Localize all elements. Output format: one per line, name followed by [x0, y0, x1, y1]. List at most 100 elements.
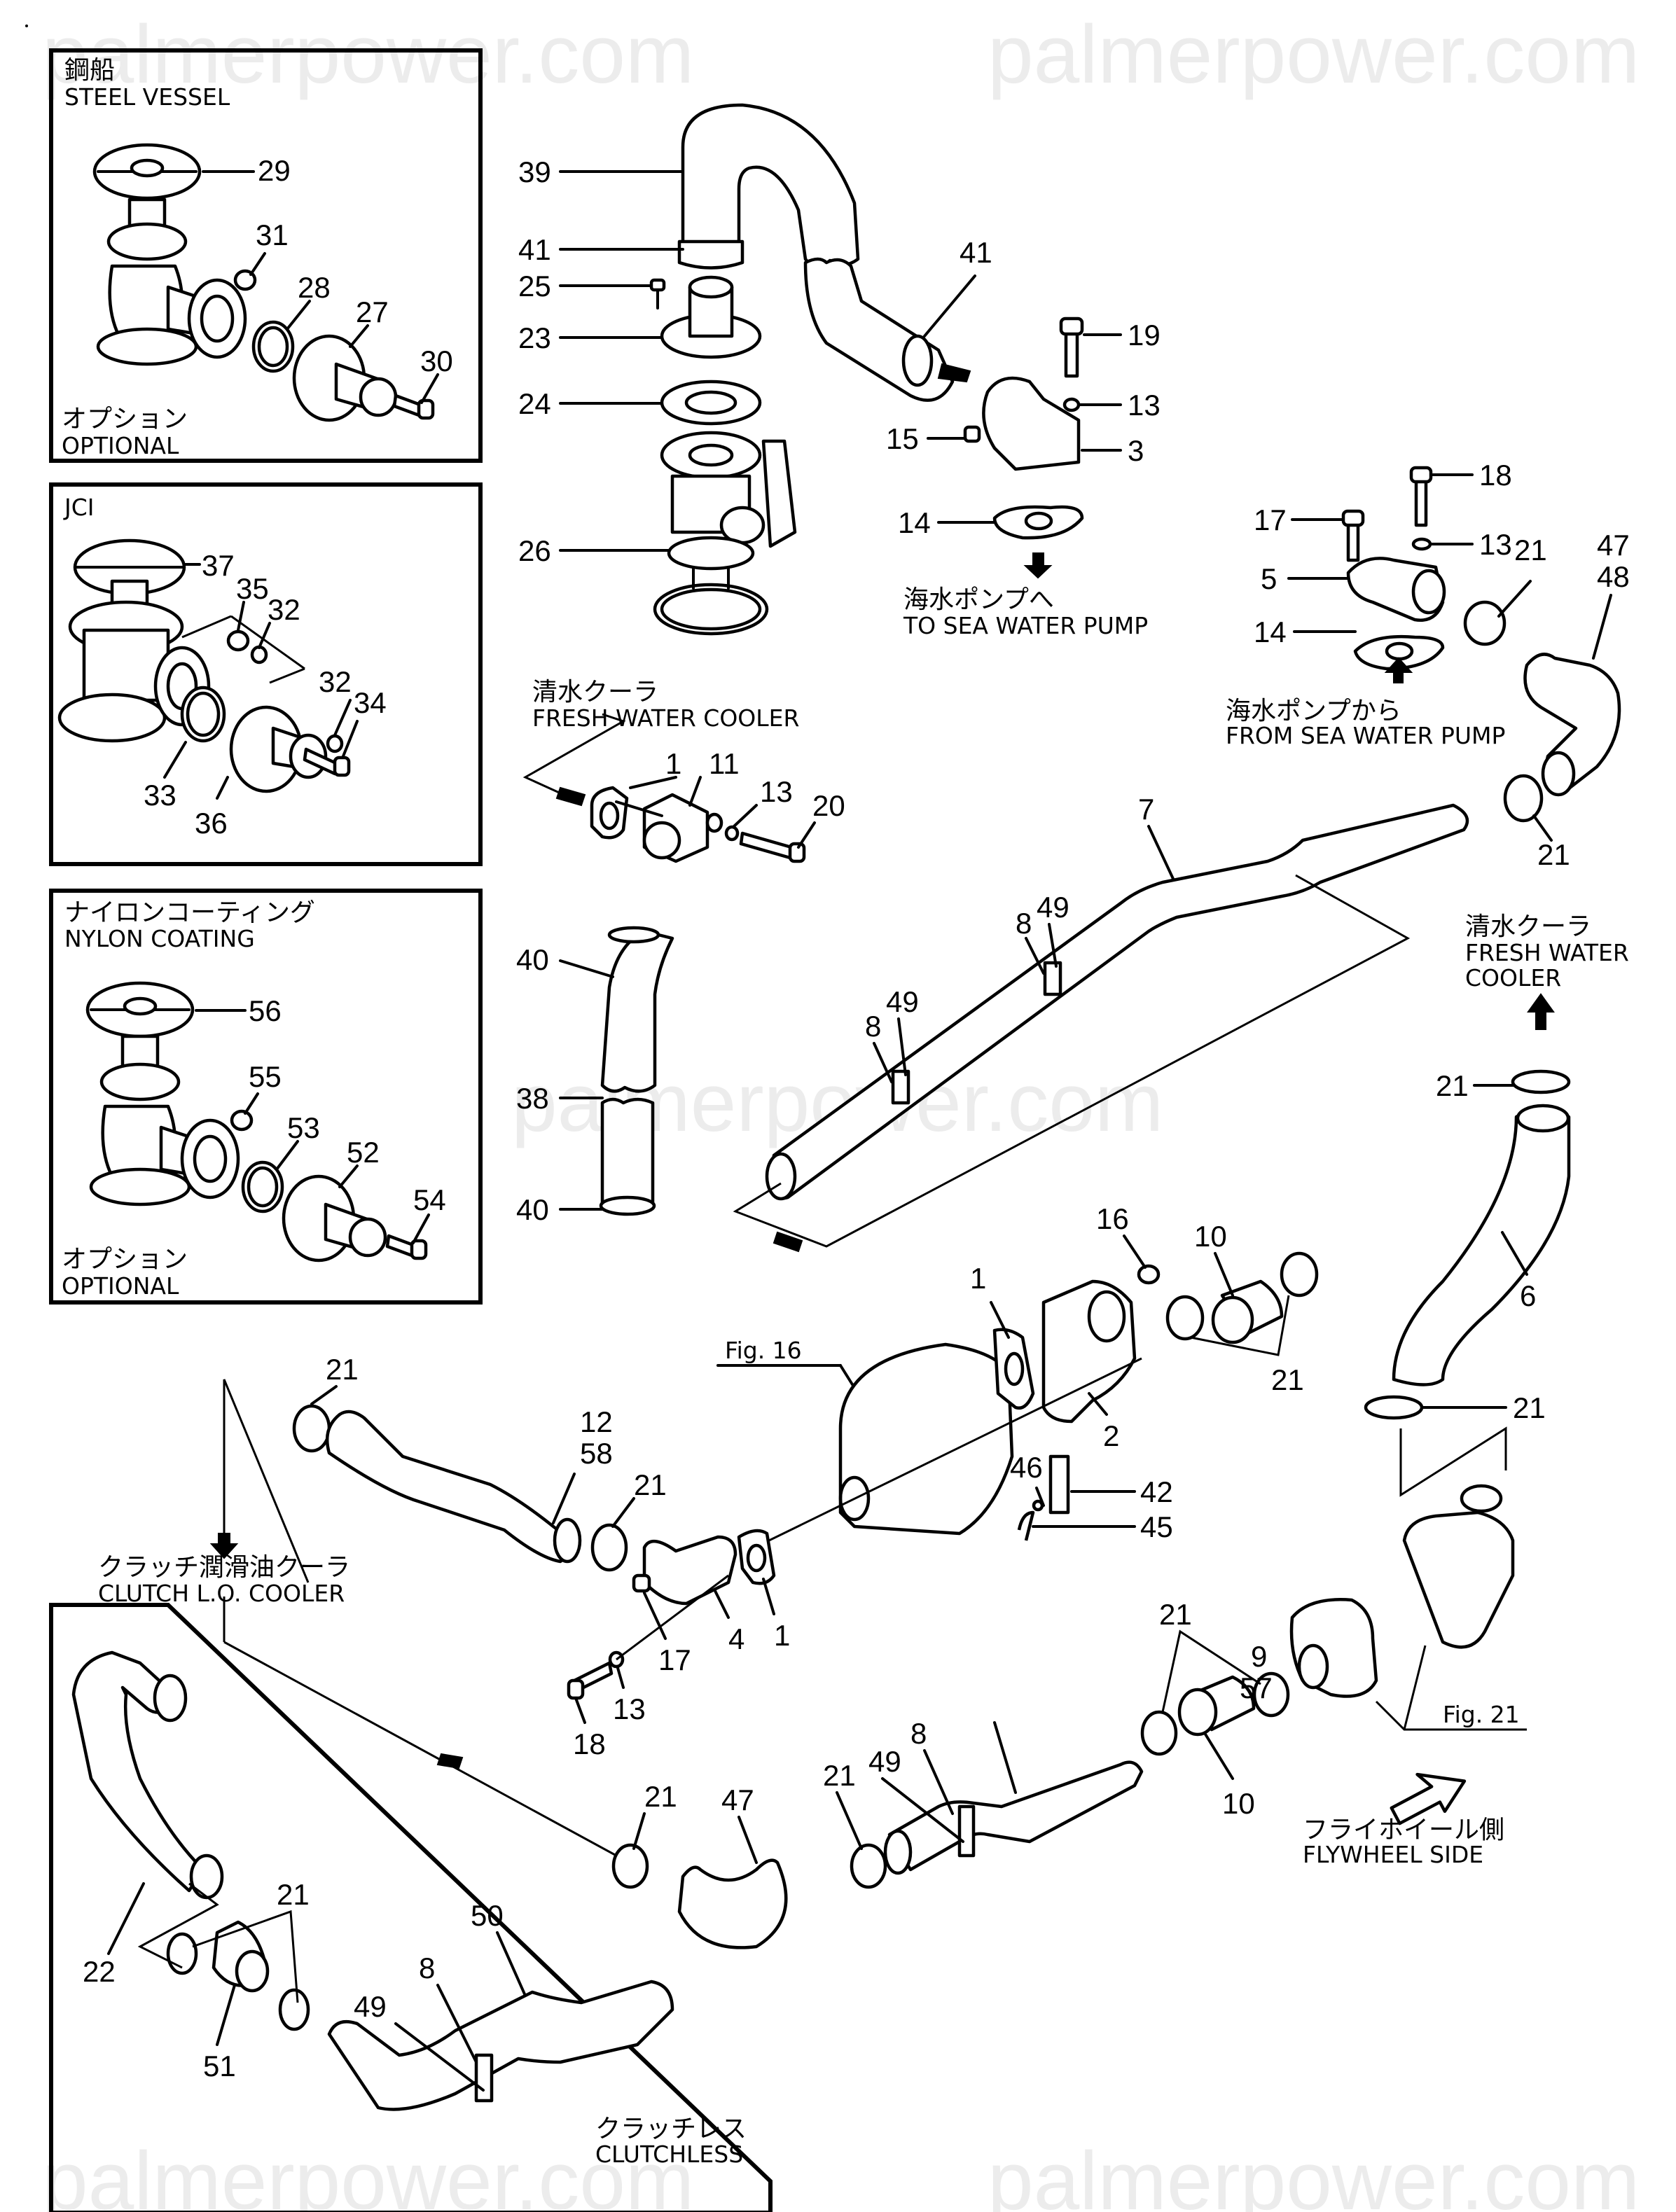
- o-ring-33-icon: [180, 686, 226, 743]
- callout-28: 28: [298, 271, 331, 304]
- bolt-16-icon: [1137, 1264, 1161, 1285]
- callout-21: 21: [1271, 1363, 1304, 1396]
- inset-title-en: JCI: [63, 494, 95, 521]
- clamp-21-icon: [850, 1843, 887, 1889]
- bolt-18-head-icon: [1409, 466, 1433, 484]
- callout-51: 51: [203, 2050, 236, 2082]
- inset-steel-vessel: 鋼船 STEEL VESSEL 29 31 28 27 30 オプション O: [49, 48, 483, 463]
- heat-exchanger-fig16-icon: [838, 1342, 1014, 1536]
- gasket-1-icon: [590, 786, 629, 840]
- callout-18: 18: [1479, 459, 1512, 492]
- valve-42-icon: [1048, 1454, 1070, 1515]
- callout-21: 21: [1513, 1391, 1546, 1424]
- callout-17: 17: [658, 1643, 691, 1676]
- callout-50: 50: [471, 1899, 504, 1932]
- callout-4: 4: [728, 1622, 744, 1655]
- clamp-21-icon: [1140, 1710, 1178, 1756]
- callout-21: 21: [1514, 534, 1547, 566]
- kingston-valve-26-icon: [653, 431, 797, 636]
- clamp-21-icon: [1364, 1395, 1424, 1420]
- clamp-49-icon: [957, 1804, 976, 1858]
- flywheel-side-group: Fig. 21 21 9 57 10 8 49 21 47 21 フライホイール…: [223, 1426, 1527, 1949]
- callout-47: 47: [721, 1783, 754, 1816]
- bolt-20-icon: [739, 831, 794, 860]
- callout-35: 35: [236, 572, 269, 605]
- callout-41: 41: [518, 233, 551, 266]
- inset-frame: [49, 1603, 773, 2212]
- bolt-19-head-icon: [1059, 317, 1084, 336]
- gasket-1-icon: [737, 1529, 776, 1585]
- callout-5: 5: [1261, 562, 1277, 595]
- callout-21: 21: [634, 1468, 667, 1501]
- callout-49: 49: [886, 985, 919, 1018]
- callout-48: 48: [1597, 560, 1630, 593]
- flow-arrow-icon: [436, 1753, 464, 1769]
- callout-17: 17: [1254, 503, 1287, 536]
- flange-27-icon: [292, 334, 398, 422]
- elbow-3-icon: [982, 376, 1081, 471]
- stray-dot: [25, 25, 28, 27]
- callout-42: 42: [1140, 1475, 1173, 1508]
- callout-2: 2: [1103, 1419, 1119, 1452]
- flow-arrow-down-icon: [209, 1533, 239, 1559]
- callout-20: 20: [812, 789, 845, 822]
- inset-footer-jp: オプション: [62, 1245, 188, 1274]
- fig-21-reference: Fig. 21: [1443, 1701, 1520, 1728]
- nut-35-icon: [226, 629, 250, 652]
- fresh-water-cooler-en: FRESH WATER: [1465, 939, 1629, 966]
- inset-nylon-coating: ナイロンコーティング NYLON COATING 56 55 53 52 54 …: [49, 889, 483, 1305]
- callout-1: 1: [665, 747, 681, 780]
- flow-arrow-icon: [937, 363, 971, 383]
- callout-21: 21: [277, 1878, 310, 1911]
- inset-clutchless: 22 21 51 49 8 50 クラッチレス CLUTCHLESS: [49, 1603, 773, 2212]
- flow-arrow-down-icon: [1023, 552, 1053, 579]
- elbow-assembly-3: 19 13 15 3 14 海水ポンプへ TO SEA WATER PUMP: [886, 317, 1161, 639]
- callout-13: 13: [1479, 528, 1512, 561]
- callout-24: 24: [518, 387, 551, 420]
- hose-10-icon: [1220, 1279, 1284, 1336]
- bolt-15-icon: [963, 425, 981, 443]
- callout-10: 10: [1194, 1220, 1227, 1253]
- inset-frame: [49, 48, 483, 463]
- gasket-14-icon: [1353, 634, 1445, 671]
- callout-23: 23: [518, 321, 551, 354]
- fig-16-reference: Fig. 16: [725, 1337, 802, 1364]
- callout-26: 26: [518, 534, 551, 567]
- inset-frame: [49, 889, 483, 1305]
- callout-8: 8: [419, 1952, 435, 1984]
- callout-47: 47: [1597, 529, 1630, 562]
- callout-29: 29: [258, 154, 291, 187]
- clutch-lo-cooler-jp: クラッチ潤滑油クーラ: [98, 1553, 350, 1582]
- callout-40: 40: [516, 943, 549, 976]
- elbow-assembly-5: 18 17 13 5 14 海水ポンプから FROM SEA WATER PUM…: [1226, 459, 1512, 749]
- watermarks: palmerpower.com palmerpower.com palmerpo…: [42, 8, 1640, 2212]
- watermark: palmerpower.com: [988, 2135, 1640, 2212]
- clamp-21-icon: [1503, 774, 1544, 823]
- bolt-34-icon: [303, 747, 351, 777]
- flywheel-side-en: FLYWHEEL SIDE: [1303, 1841, 1483, 1868]
- inset-title-jp: 鋼船: [64, 56, 115, 85]
- callout-15: 15: [886, 422, 919, 455]
- callout-31: 31: [256, 218, 289, 251]
- elbow-4-icon: [642, 1535, 737, 1606]
- callout-55: 55: [249, 1060, 282, 1093]
- inset-jci: JCI 37 35 32 32 34 33 36: [49, 482, 483, 866]
- o-ring-28-icon: [251, 320, 295, 373]
- callout-32: 32: [319, 665, 352, 698]
- housing-fig21-icon: [1402, 1510, 1515, 1649]
- callout-46: 46: [1010, 1451, 1043, 1484]
- callout-40: 40: [516, 1193, 549, 1226]
- bolt-17-icon: [632, 1573, 651, 1593]
- nut-55-icon: [230, 1109, 254, 1132]
- fw-cooler-left-group: 清水クーラ FRESH WATER COOLER 1 11 13 20 40 3…: [516, 678, 845, 1226]
- callout-6: 6: [1520, 1279, 1536, 1312]
- callout-21: 21: [823, 1759, 856, 1792]
- o-ring-53-icon: [241, 1160, 284, 1213]
- washer-13-icon: [724, 825, 740, 842]
- clamp-49-icon: [474, 2053, 494, 2103]
- callout-56: 56: [249, 994, 282, 1027]
- inset-title-jp: クラッチレス: [595, 2115, 747, 2143]
- clamp-21-icon: [1252, 1671, 1290, 1718]
- callout-13: 13: [613, 1692, 646, 1725]
- callout-1: 1: [970, 1262, 986, 1295]
